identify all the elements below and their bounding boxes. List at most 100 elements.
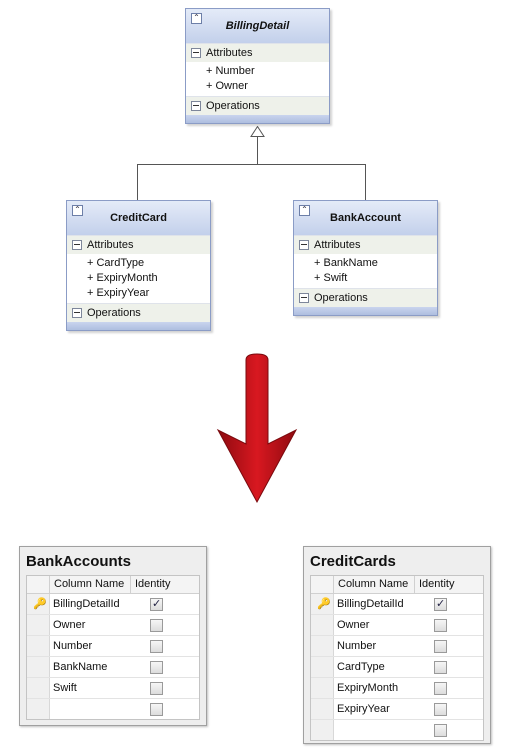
class-header: ⌃ CreditCard — [67, 201, 210, 235]
column-name: Owner — [337, 619, 370, 631]
table-row[interactable] — [27, 699, 199, 719]
operations-section[interactable]: Operations — [294, 288, 437, 307]
operations-section[interactable]: Operations — [67, 303, 210, 322]
table-row[interactable]: Number — [311, 636, 483, 657]
class-bankaccount[interactable]: ⌃ BankAccount Attributes + BankName + Sw… — [293, 200, 438, 316]
class-footer — [67, 322, 210, 330]
column-name: BankName — [53, 661, 108, 673]
column-name: Number — [337, 640, 377, 652]
identity-checkbox[interactable] — [150, 619, 163, 632]
identity-checkbox[interactable] — [150, 597, 163, 611]
table-row[interactable]: Swift — [27, 678, 199, 699]
identity-checkbox[interactable] — [150, 640, 163, 653]
attribute-item: + Owner — [206, 80, 248, 92]
inheritance-arrow-icon — [250, 126, 265, 137]
collapse-minus-icon[interactable] — [72, 308, 82, 318]
section-label: Attributes — [206, 47, 253, 59]
table-row[interactable]: Number — [27, 636, 199, 657]
collapse-icon[interactable]: ⌃ — [191, 13, 202, 24]
table-row[interactable] — [311, 720, 483, 740]
table-row[interactable]: BankName — [27, 657, 199, 678]
attribute-item: + ExpiryYear — [87, 287, 150, 299]
column-name: Swift — [53, 682, 77, 694]
identity-checkbox[interactable] — [434, 724, 447, 737]
row-selector[interactable] — [311, 636, 334, 656]
identity-checkbox[interactable] — [434, 619, 447, 632]
column-name: ExpiryYear — [337, 703, 390, 715]
collapse-minus-icon[interactable] — [299, 293, 309, 303]
identity-checkbox[interactable] — [150, 703, 163, 716]
table-creditcards[interactable]: CreditCards Column Name Identity 🔑 Billi… — [303, 546, 491, 744]
section-label: Attributes — [314, 239, 361, 251]
identity-checkbox[interactable] — [434, 597, 447, 611]
row-selector[interactable] — [27, 657, 50, 677]
collapse-icon[interactable]: ⌃ — [299, 205, 310, 216]
attributes-section[interactable]: Attributes — [294, 235, 437, 254]
connector-line — [365, 164, 366, 200]
row-selector[interactable] — [311, 594, 334, 614]
column-grid: Column Name Identity 🔑 BillingDetailId O… — [310, 575, 484, 741]
attributes-section[interactable]: Attributes — [67, 235, 210, 254]
class-name: CreditCard — [110, 212, 167, 224]
table-row[interactable]: Owner — [27, 615, 199, 636]
operations-section[interactable]: Operations — [186, 96, 329, 115]
connector-line — [137, 164, 138, 200]
attribute-item: + Number — [206, 65, 255, 77]
class-footer — [294, 307, 437, 315]
column-name-header: Column Name — [338, 578, 409, 590]
row-selector[interactable] — [311, 699, 334, 719]
class-footer — [186, 115, 329, 123]
identity-checkbox[interactable] — [150, 661, 163, 674]
identity-checkbox[interactable] — [434, 703, 447, 716]
attribute-list: + BankName + Swift — [294, 254, 437, 288]
class-creditcard[interactable]: ⌃ CreditCard Attributes + CardType + Exp… — [66, 200, 211, 331]
row-selector[interactable] — [311, 720, 334, 740]
section-label: Operations — [87, 307, 141, 319]
table-row[interactable]: ExpiryMonth — [311, 678, 483, 699]
row-selector[interactable] — [311, 615, 334, 635]
collapse-minus-icon[interactable] — [299, 240, 309, 250]
connector-line — [137, 164, 366, 165]
table-row[interactable]: 🔑 BillingDetailId — [311, 594, 483, 615]
row-selector[interactable] — [311, 678, 334, 698]
identity-checkbox[interactable] — [434, 682, 447, 695]
class-header: ⌃ BankAccount — [294, 201, 437, 235]
attribute-item: + ExpiryMonth — [87, 272, 158, 284]
attribute-list: + CardType + ExpiryMonth + ExpiryYear — [67, 254, 210, 303]
attributes-section[interactable]: Attributes — [186, 43, 329, 62]
identity-checkbox[interactable] — [434, 661, 447, 674]
collapse-minus-icon[interactable] — [191, 48, 201, 58]
column-name: Number — [53, 640, 93, 652]
table-row[interactable]: Owner — [311, 615, 483, 636]
row-selector[interactable] — [311, 657, 334, 677]
table-row[interactable]: CardType — [311, 657, 483, 678]
section-label: Operations — [314, 292, 368, 304]
collapse-minus-icon[interactable] — [72, 240, 82, 250]
class-header: ⌃ BillingDetail — [186, 9, 329, 43]
primary-key-icon: 🔑 — [33, 598, 47, 610]
row-selector[interactable] — [27, 636, 50, 656]
identity-header: Identity — [419, 578, 455, 590]
identity-checkbox[interactable] — [150, 682, 163, 695]
table-row[interactable]: 🔑 BillingDetailId — [27, 594, 199, 615]
attribute-list: + Number + Owner — [186, 62, 329, 96]
column-name: BillingDetailId — [337, 598, 404, 610]
row-selector[interactable] — [27, 615, 50, 635]
grid-header: Column Name Identity — [27, 576, 199, 594]
row-selector[interactable] — [27, 594, 50, 614]
column-name: ExpiryMonth — [337, 682, 399, 694]
column-name: BillingDetailId — [53, 598, 120, 610]
table-row[interactable]: ExpiryYear — [311, 699, 483, 720]
row-selector[interactable] — [27, 678, 50, 698]
row-selector[interactable] — [27, 699, 50, 719]
column-name: Owner — [53, 619, 86, 631]
column-name-header: Column Name — [54, 578, 125, 590]
collapse-minus-icon[interactable] — [191, 101, 201, 111]
class-billingdetail[interactable]: ⌃ BillingDetail Attributes + Number + Ow… — [185, 8, 330, 124]
collapse-icon[interactable]: ⌃ — [72, 205, 83, 216]
section-label: Operations — [206, 100, 260, 112]
table-bankaccounts[interactable]: BankAccounts Column Name Identity 🔑 Bill… — [19, 546, 207, 726]
identity-checkbox[interactable] — [434, 640, 447, 653]
down-arrow-icon — [216, 353, 298, 504]
section-label: Attributes — [87, 239, 134, 251]
